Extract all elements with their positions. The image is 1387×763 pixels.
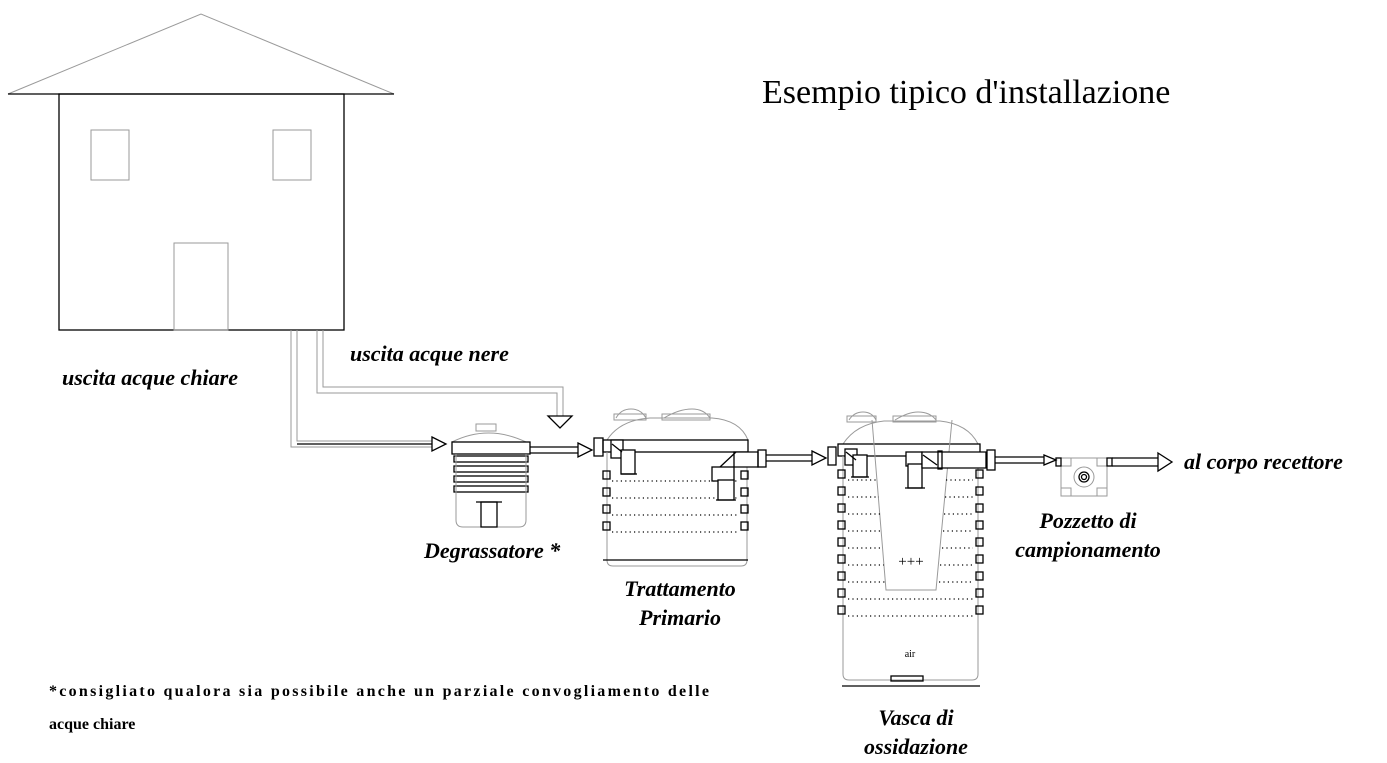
- primary-treatment-label-line1: Trattamento: [624, 576, 736, 601]
- primary-treatment-label-line2: Primario: [638, 605, 721, 630]
- oxidation-tank-icon: [827, 411, 996, 687]
- sampling-well-label-line2: campionamento: [1015, 537, 1160, 562]
- air-inlet-label: air: [905, 649, 916, 660]
- aeration-symbols: +++: [898, 554, 923, 570]
- house-door: [173, 242, 229, 331]
- pipe-grease-to-primary: [530, 441, 594, 459]
- footnote-line2: acque chiare: [49, 716, 135, 733]
- house-window-left: [90, 129, 130, 181]
- house-window-right: [272, 129, 312, 181]
- arrow-right-icon: [577, 441, 594, 459]
- oxidation-tank-label-line2: ossidazione: [864, 734, 968, 758]
- grease-trap-icon: [451, 423, 531, 528]
- footnote-line1: *consigliato qualora sia possibile anche…: [49, 683, 709, 700]
- oxidation-tank-label-line1: Vasca di: [878, 705, 954, 730]
- arrow-right-icon: [1157, 451, 1174, 473]
- black-water-outlet-label: uscita acque nere: [350, 341, 509, 366]
- arrow-right-icon: [1043, 454, 1058, 466]
- arrow-right-icon: [811, 449, 828, 467]
- grease-trap-label: Degrassatore *: [423, 538, 561, 563]
- black-water-pipe: [316, 330, 574, 429]
- clear-water-outlet-label: uscita acque chiare: [62, 365, 238, 390]
- receiving-body-label: al corpo recettore: [1184, 449, 1343, 474]
- clear-water-pipe: [290, 330, 448, 453]
- pipe-primary-to-oxidation: [766, 449, 828, 467]
- pipe-to-receiving-body: [1112, 451, 1174, 473]
- pipe-oxidation-to-well: [995, 454, 1058, 466]
- sampling-well-label-line1: Pozzetto di: [1038, 508, 1137, 533]
- arrow-down-icon: [546, 415, 574, 429]
- house-icon: [7, 13, 395, 331]
- arrow-right-icon: [431, 435, 448, 453]
- primary-tank-icon: [593, 408, 767, 567]
- page-title: Esempio tipico d'installazione: [762, 74, 1170, 111]
- sampling-well-icon: [1055, 457, 1113, 497]
